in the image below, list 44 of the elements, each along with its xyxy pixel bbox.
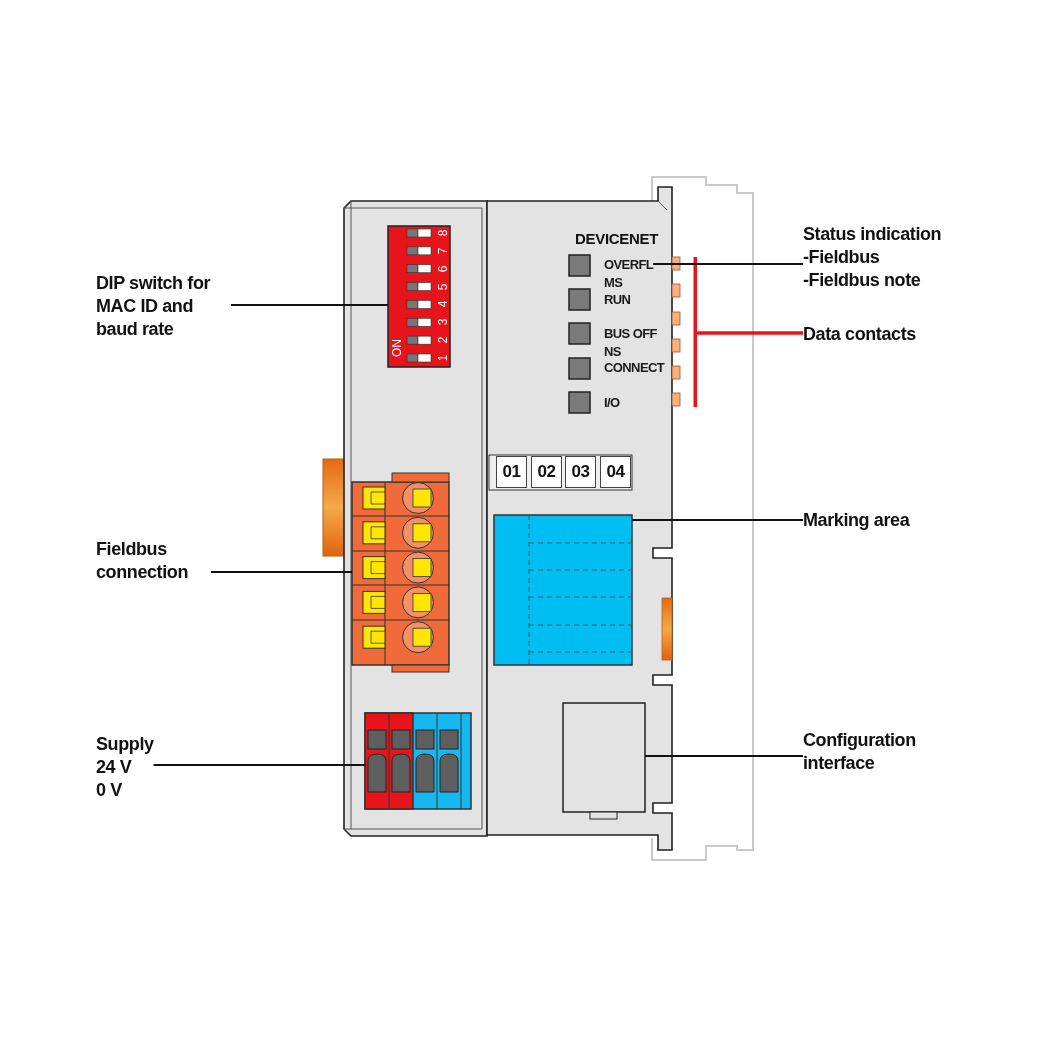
- leader-line: [631, 519, 804, 521]
- callout-item: 24 V: [96, 756, 132, 779]
- callout-text: Configuration interface: [803, 729, 931, 775]
- marking-tag: 03: [565, 456, 596, 488]
- callout-heading: Supply: [96, 733, 154, 756]
- leader-line: [652, 263, 804, 265]
- marking-tag: 04: [600, 456, 631, 488]
- leader-line: [210, 571, 353, 573]
- switch-number: 8: [437, 229, 449, 237]
- callout-item: 0 V: [96, 779, 122, 802]
- marking-area: [493, 514, 633, 666]
- leader-line: [230, 304, 389, 306]
- led-label: I/O: [604, 396, 620, 410]
- led-label: MS: [604, 276, 623, 290]
- led-label: OVERFL: [604, 258, 654, 272]
- leader-line: [697, 331, 803, 335]
- callout-text: DIP switch for MAC ID and baud rate: [96, 272, 231, 341]
- configuration-port: [562, 702, 646, 820]
- network-label: DEVICENET: [575, 231, 659, 247]
- led-label: CONNECT: [604, 361, 665, 375]
- leader-line: [152, 764, 366, 766]
- switch-number: 6: [437, 265, 449, 273]
- callout-text: Fieldbus connection: [96, 538, 211, 584]
- data-contact-pads: [671, 256, 697, 407]
- marking-tag: 02: [531, 456, 562, 488]
- switch-number: 3: [437, 318, 449, 326]
- dip-switch: [387, 225, 451, 368]
- callout-item: -Fieldbus: [803, 246, 880, 269]
- supply-terminal-block: [364, 712, 472, 810]
- switch-number: 5: [437, 283, 449, 290]
- switch-number: 1: [437, 354, 449, 362]
- switch-number: 7: [437, 247, 449, 255]
- callout-text: Data contacts: [803, 323, 916, 346]
- led-label: RUN: [604, 293, 631, 307]
- callout-item: -Fieldbus note: [803, 269, 921, 292]
- switch-on-label: ON: [391, 339, 403, 357]
- callout-text: Marking area: [803, 509, 910, 532]
- switch-number: 4: [437, 301, 449, 308]
- marking-tag: 01: [496, 456, 527, 488]
- switch-number: 2: [437, 336, 449, 344]
- led-label: BUS OFF: [604, 327, 657, 341]
- leader-line: [644, 755, 804, 757]
- callout-heading: Status indication: [803, 223, 942, 246]
- led-label: NS: [604, 345, 621, 359]
